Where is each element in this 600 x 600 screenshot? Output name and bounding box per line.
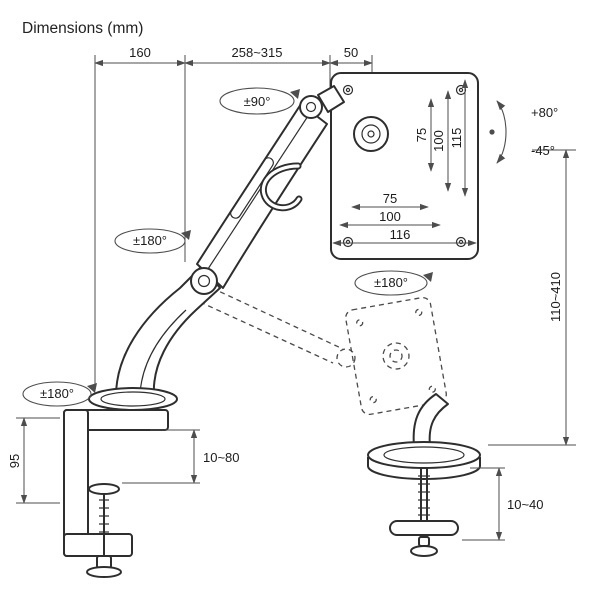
dim-label-160: 160 [129,45,151,60]
head-joint [299,85,345,119]
dim-label-plate-height: 115 [449,128,464,149]
dim-label-swivel-top: ±90° [244,94,271,109]
dim-label-swivel-base: ±180° [40,386,74,401]
page-title: Dimensions (mm) [22,20,143,37]
dim-label-vesa-v100: 100 [431,130,446,152]
dim-label-plate-width: 116 [390,227,411,242]
dim-label-height-range: 110~410 [548,272,563,322]
rotation-annotations [22,87,507,407]
dim-label-tilt-up: +80° [531,105,558,120]
dimension-labels: 160 258~315 50 ±90° 75 100 115 75 100 11… [7,45,563,512]
ghost-position [199,287,447,416]
cable-clip [259,162,303,212]
dim-label-vesa-h75: 75 [383,191,397,206]
dim-label-95: 95 [7,454,22,468]
grommet-screw [389,467,459,557]
dimension-lines [16,59,576,541]
dim-label-grommet-range: 10~40 [507,497,544,512]
grommet-base [367,393,481,557]
dim-label-plate-rotation: ±180° [374,275,408,290]
dim-label-swivel-mid: ±180° [133,233,167,248]
dim-label-258-315: 258~315 [232,45,283,60]
clamp-screw [86,483,122,578]
dim-label-clamp-range: 10~80 [203,450,240,465]
dim-label-tilt-down: -45° [531,143,555,158]
vesa-hub [353,116,389,152]
dim-label-vesa-v75: 75 [414,128,429,142]
elbow-joint [190,267,218,295]
desk-clamp-base [63,387,178,578]
dim-label-vesa-h100: 100 [379,209,401,224]
dim-label-50: 50 [344,45,358,60]
